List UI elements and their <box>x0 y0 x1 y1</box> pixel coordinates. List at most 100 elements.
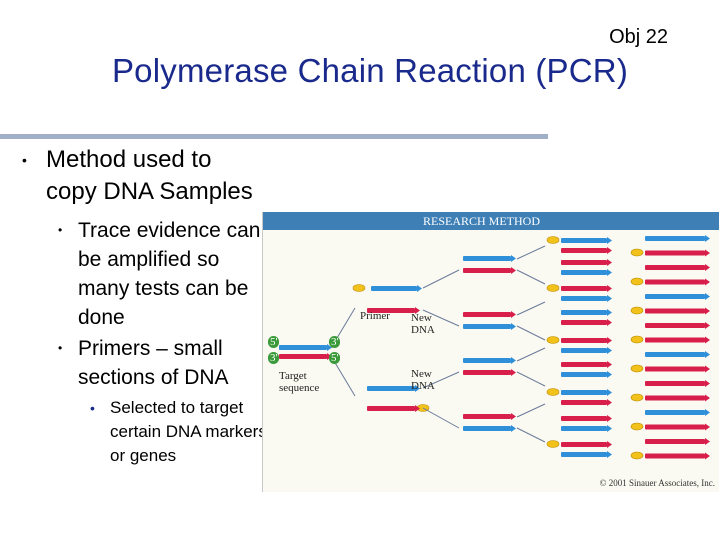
strand-s2a-blue-arrowhead <box>417 285 422 292</box>
strand-s4-5a-arrowhead <box>607 361 612 368</box>
primer-s4-8 <box>546 440 560 448</box>
slide-title: Polymerase Chain Reaction (PCR) <box>111 52 629 89</box>
strand-s3-1b-arrowhead <box>511 323 516 330</box>
target-strand-top-arrowhead <box>327 344 332 351</box>
strand-s5-0-arrowhead <box>705 235 710 242</box>
primer-s5-1 <box>630 248 644 257</box>
target-strand-top <box>279 345 327 350</box>
bullet-dot-icon: • <box>58 223 63 237</box>
strand-s4-4a-arrowhead <box>607 337 612 344</box>
strand-s4-3b <box>561 320 607 325</box>
strand-s5-5-arrowhead <box>705 307 710 315</box>
strand-s3-1b <box>463 324 511 329</box>
strand-s4-2a <box>561 286 607 291</box>
label-new-dna-2: New DNA <box>411 368 435 392</box>
strand-s5-13-arrowhead <box>705 423 710 431</box>
bullet-main: • Method used to copy DNA Samples <box>18 144 268 208</box>
label-target-sequence: Target sequence <box>279 370 320 394</box>
label-3prime-bottom: 3' <box>268 352 280 364</box>
strand-s4-1a <box>561 260 607 265</box>
strand-s5-1-arrowhead <box>705 249 710 257</box>
bullet-dot-icon: • <box>22 152 27 168</box>
strand-s5-2 <box>645 265 705 270</box>
strand-s5-9-arrowhead <box>705 365 710 373</box>
bullet-main-text: Method used to copy DNA Samples <box>46 146 253 205</box>
primer-s5-11 <box>630 393 644 402</box>
strand-s3-2b <box>463 370 511 375</box>
strand-s4-5b-arrowhead <box>607 371 612 378</box>
arrow-s3-s4-3a <box>516 403 546 418</box>
bullet-subsub: • Selected to target certain DNA markers… <box>18 396 268 468</box>
arrow-s2-s3-4 <box>422 407 460 429</box>
strand-s5-8-arrowhead <box>705 351 710 358</box>
primer-s4-2 <box>546 284 560 292</box>
strand-s4-5a <box>561 362 607 367</box>
arrow-s2-s3-2 <box>422 309 460 327</box>
strand-s3-2a <box>463 358 511 363</box>
strand-s4-7a-arrowhead <box>607 415 612 422</box>
strand-s2b-blue-arrowhead <box>415 385 420 392</box>
primer-s2a <box>352 284 366 292</box>
strand-s5-8 <box>645 352 705 357</box>
strand-s3-2a-arrowhead <box>511 357 516 364</box>
strand-s4-7a <box>561 416 607 421</box>
strand-s5-15 <box>645 453 705 459</box>
strand-s4-3a <box>561 310 607 315</box>
strand-s4-4a <box>561 338 607 343</box>
pcr-figure: RESEARCH METHOD 5' 3' 3' 5' Target seque… <box>262 212 719 492</box>
strand-s3-1a-arrowhead <box>511 311 516 318</box>
primer-s5-15 <box>630 451 644 460</box>
bullet-dot-icon: • <box>90 400 95 416</box>
strand-s5-4 <box>645 294 705 299</box>
strand-s5-14 <box>645 439 705 444</box>
label-5prime-bottom-right: 5' <box>329 352 341 364</box>
strand-s4-6a <box>561 390 607 395</box>
strand-s4-0a-arrowhead <box>607 237 612 244</box>
figure-header: RESEARCH METHOD <box>263 212 719 230</box>
arrow-s3-s4-0b <box>516 269 546 285</box>
strand-s3-1a <box>463 312 511 317</box>
primer-s4-4 <box>546 336 560 344</box>
bullet-list: • Method used to copy DNA Samples • Trac… <box>18 144 268 468</box>
primer-s5-7 <box>630 335 644 344</box>
strand-s5-5 <box>645 308 705 314</box>
label-new-dna-1: New DNA <box>411 312 435 336</box>
strand-s5-7 <box>645 337 705 343</box>
strand-s5-12-arrowhead <box>705 409 710 416</box>
strand-s3-0b-arrowhead <box>511 267 516 274</box>
strand-s5-6-arrowhead <box>705 322 710 329</box>
strand-s5-1 <box>645 250 705 256</box>
title-divider <box>0 134 548 139</box>
strand-s4-7b <box>561 426 607 431</box>
strand-s5-11-arrowhead <box>705 394 710 402</box>
label-3prime-top-right: 3' <box>329 336 341 348</box>
strand-s3-0b <box>463 268 511 273</box>
strand-s5-7-arrowhead <box>705 336 710 344</box>
strand-s4-0b-arrowhead <box>607 247 612 254</box>
strand-s5-2-arrowhead <box>705 264 710 271</box>
strand-s4-1a-arrowhead <box>607 259 612 266</box>
primer-s5-13 <box>630 422 644 431</box>
strand-s5-14-arrowhead <box>705 438 710 445</box>
strand-s5-0 <box>645 236 705 241</box>
strand-s4-6a-arrowhead <box>607 389 612 396</box>
arrow-s3-s4-2b <box>516 371 546 387</box>
strand-s5-10-arrowhead <box>705 380 710 387</box>
strand-s3-3b-arrowhead <box>511 425 516 432</box>
strand-s5-15-arrowhead <box>705 452 710 460</box>
arrow-s2-s3-1 <box>422 269 460 289</box>
strand-s5-4-arrowhead <box>705 293 710 300</box>
strand-s3-2b-arrowhead <box>511 369 516 376</box>
strand-s5-11 <box>645 395 705 401</box>
strand-s4-8a <box>561 442 607 447</box>
bullet-sub-2-text: Primers – small sections of DNA <box>78 337 229 389</box>
strand-s3-0a <box>463 256 511 261</box>
strand-s4-4b <box>561 348 607 353</box>
strand-s4-0b <box>561 248 607 253</box>
strand-s4-8b <box>561 452 607 457</box>
pcr-diagram <box>279 235 710 460</box>
strand-s4-5b <box>561 372 607 377</box>
arrow-s3-s4-1b <box>516 325 546 341</box>
strand-s4-0a <box>561 238 607 243</box>
label-5prime-top: 5' <box>268 336 280 348</box>
